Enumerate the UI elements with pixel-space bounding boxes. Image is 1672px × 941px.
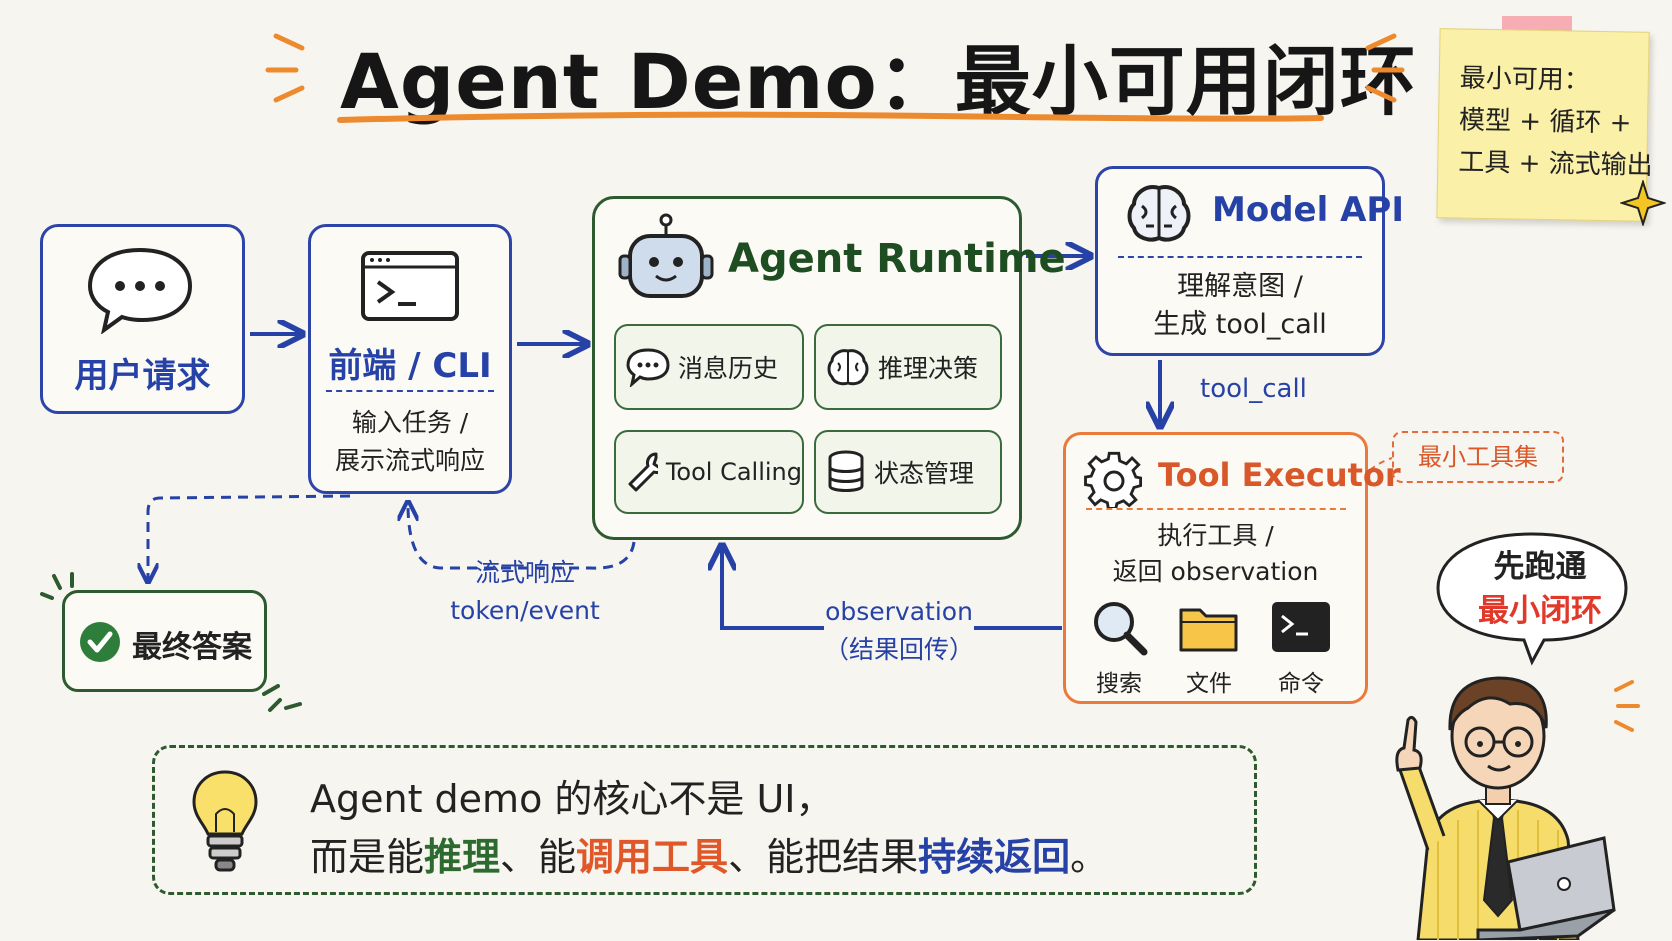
sparkle-marks-icon [40,572,74,600]
speech-bubble-line-1: 先跑通 [1493,549,1587,585]
chat-bubble-icon [87,247,193,334]
runtime-cell-label: 状态管理 [874,459,975,488]
runtime-cell-label: 消息历史 [678,354,779,383]
chat-bubble-icon [626,348,670,387]
runtime-cell-message-history: 消息历史 [614,324,804,410]
lightbulb-icon [192,770,258,872]
title-sparkle-left-icon [265,33,305,103]
runtime-cell-label: Tool Calling [665,458,802,486]
stream-response-label: 流式响应 token/event [440,554,610,630]
check-circle-icon [80,622,120,662]
developer-character [1395,676,1616,940]
model-api-title: Model API [1212,190,1404,230]
core-insight-text: 。 [1070,835,1109,879]
user-request-label: 用户请求 [74,356,211,396]
wrench-icon [628,452,658,492]
star-icon [1620,180,1666,226]
core-insight-text: 而是能 [310,835,425,879]
core-insight-note [152,745,1257,895]
model-api-desc-line-1: 理解意图 / [1177,271,1303,302]
speech-bubble-text: 先跑通 最小闭环 [1440,545,1640,633]
sparkle-marks-icon [262,684,302,712]
tool-executor-title: Tool Executor [1158,456,1401,494]
agent-runtime-title: Agent Runtime [728,236,1066,282]
core-insight-line-1: Agent demo 的核心不是 UI， [310,777,834,821]
observation-label: observation （结果回传） [824,593,974,669]
tool-label-command: 命令 [1278,671,1324,697]
tool-executor-desc-line-1: 执行工具 / [1157,521,1274,550]
cli-desc-line-1: 输入任务 / [351,408,469,437]
cli-divider [326,390,494,392]
magnifier-icon [1094,602,1148,656]
tool-label-search: 搜索 [1096,671,1142,697]
command-terminal-icon [1272,602,1330,652]
runtime-cell-tool-calling: Tool Calling [614,430,804,514]
model-api-desc-line-2: 生成 tool_call [1153,309,1327,340]
observation-line-1: observation [825,597,973,626]
terminal-icon [361,251,459,321]
brain-icon [827,349,869,386]
stream-response-line-2: token/event [450,596,600,625]
database-icon [828,450,864,492]
final-answer-label: 最终答案 [132,630,252,665]
mini-toolset-tag: 最小工具集 [1392,431,1564,483]
highlight-continuous-return: 持续返回 [918,835,1071,879]
stream-response-line-1: 流式响应 [474,558,575,587]
core-insight-text: 、能 [500,835,577,879]
model-api-desc: 理解意图 / 生成 tool_call [1095,268,1385,344]
core-insight-text: 、能把结果 [728,835,919,879]
cli-desc-line-2: 展示流式响应 [334,446,485,475]
title-underline [337,111,1324,123]
model-api-divider [1118,256,1362,258]
sparkle-marks-icon [1614,680,1640,732]
cli-desc: 输入任务 / 展示流式响应 [308,404,512,480]
title-sparkle-right-icon [1365,33,1405,103]
tool-label-file: 文件 [1186,671,1232,697]
observation-line-2: （结果回传） [824,635,975,664]
speech-bubble-line-2: 最小闭环 [1478,593,1602,629]
brain-icon [1127,185,1191,242]
runtime-cell-reasoning: 推理决策 [814,324,1002,410]
highlight-reasoning: 推理 [424,835,501,879]
runtime-cell-state: 状态管理 [814,430,1002,514]
robot-icon [618,213,714,298]
speech-bubble [1436,532,1628,666]
core-insight-line-2: 而是能推理、能调用工具、能把结果持续返回。 [310,826,1108,881]
runtime-cell-label: 推理决策 [878,354,979,383]
folder-icon [1179,608,1238,652]
highlight-tool-call: 调用工具 [576,835,729,879]
tool-call-label: tool_call [1200,374,1307,404]
gear-icon [1084,451,1143,508]
tool-executor-desc-line-2: 返回 observation [1112,557,1319,586]
tool-executor-desc: 执行工具 / 返回 observation [1063,518,1368,590]
tool-executor-divider [1086,508,1346,510]
cli-title: 前端 / CLI [328,346,492,386]
